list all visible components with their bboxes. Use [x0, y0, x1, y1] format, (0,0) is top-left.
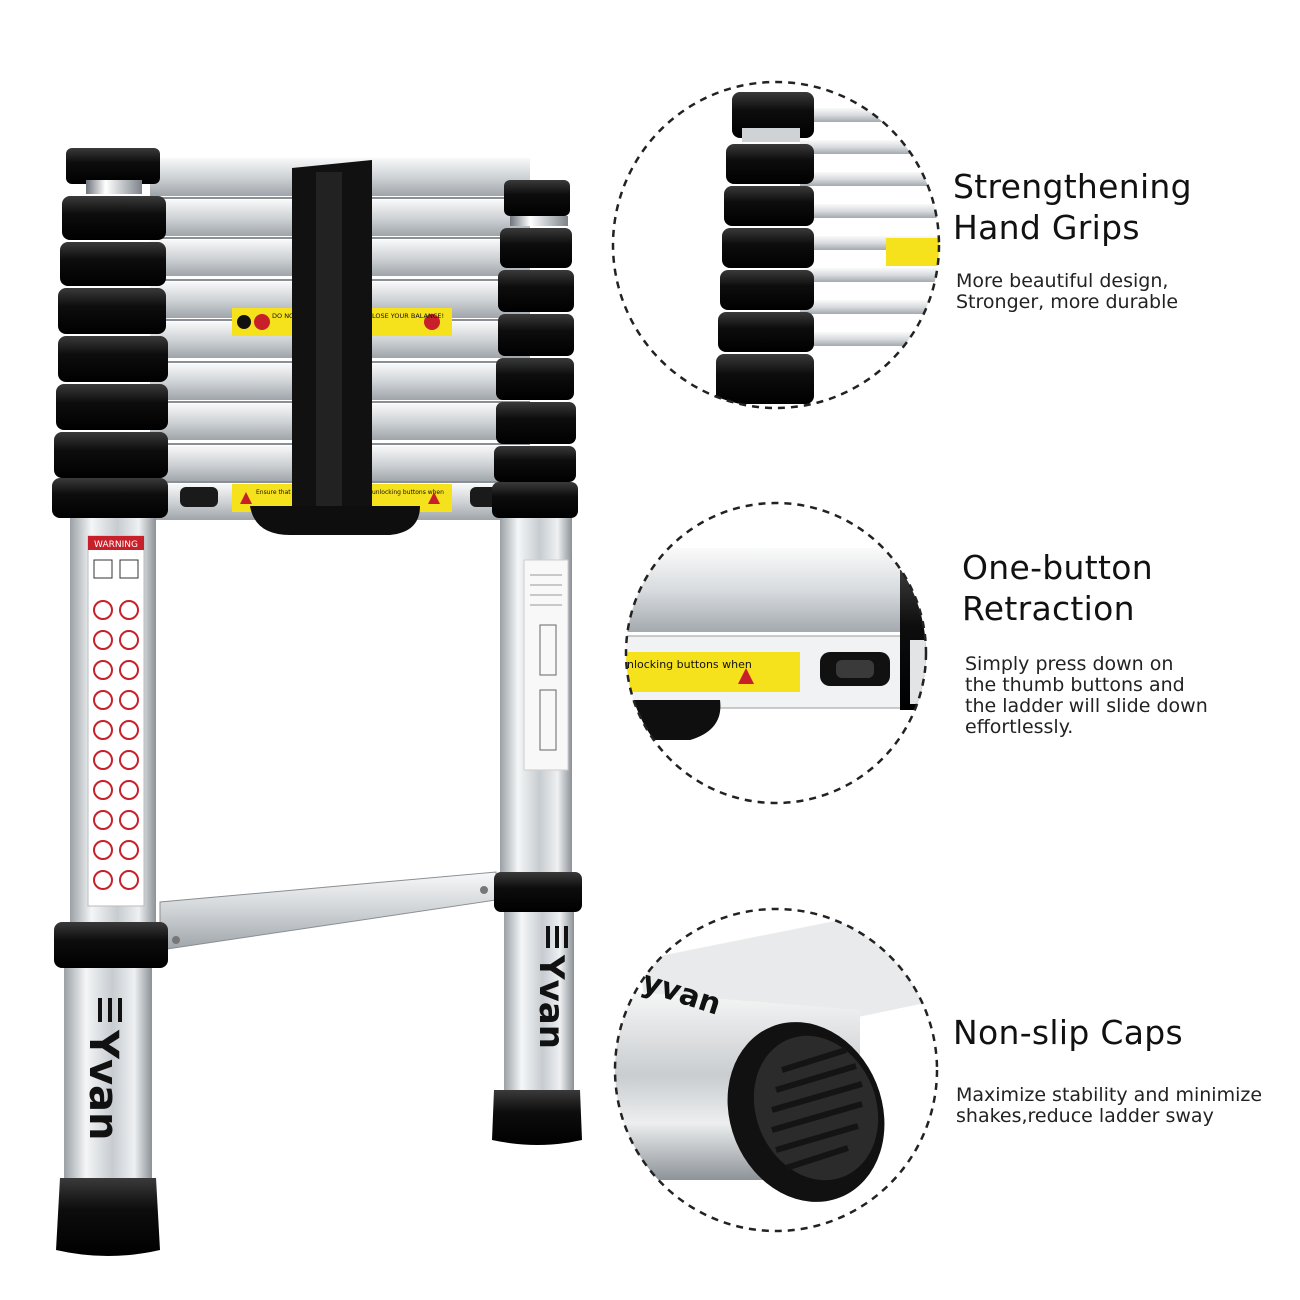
feature-title-retraction: One-button Retraction — [962, 547, 1153, 629]
desc-line: effortlessly. — [965, 716, 1074, 738]
warning-heading: WARNING — [94, 540, 138, 550]
desc-line: Simply press down on — [965, 653, 1174, 675]
warning-label: WARNING — [87, 535, 145, 907]
right-non-slip-cap — [492, 1090, 582, 1145]
step-label-bottom-right: unlocking buttons when — [372, 489, 444, 496]
left-collar — [54, 922, 168, 968]
desc-line: More beautiful design, — [956, 270, 1169, 292]
detail-circle-retraction: unlocking buttons when — [620, 501, 928, 805]
detail-circle-non-slip-caps: yvan — [613, 907, 939, 1233]
feature-title-non-slip-caps: Non-slip Caps — [953, 1012, 1183, 1053]
feature-desc-non-slip-caps: Maximize stability and minimize shakes,r… — [956, 1085, 1262, 1127]
desc-line: the ladder will slide down — [965, 695, 1208, 717]
desc-line: shakes,reduce ladder sway — [956, 1105, 1214, 1127]
title-line: Strengthening — [953, 167, 1192, 206]
desc-line: Stronger, more durable — [956, 291, 1179, 313]
right-collar — [494, 872, 582, 912]
brand-name-left: Yvan — [80, 1029, 126, 1141]
brand-mark-right: Yvan — [531, 926, 571, 1049]
title-line: Hand Grips — [953, 208, 1140, 247]
feature-title-hand-grips: Strengthening Hand Grips — [953, 166, 1192, 248]
left-hand-grips — [52, 148, 168, 518]
feature-desc-hand-grips: More beautiful design, Stronger, more du… — [956, 271, 1178, 313]
brand-mark-left: Yvan — [80, 998, 126, 1141]
brand-name-right: Yvan — [531, 954, 571, 1049]
carry-strap — [250, 160, 420, 535]
desc-line: the thumb buttons and — [965, 674, 1185, 696]
left-thumb-button — [180, 487, 218, 507]
right-lower-tube — [504, 912, 574, 1092]
title-line: Non-slip Caps — [953, 1013, 1183, 1052]
left-non-slip-cap — [56, 1178, 160, 1256]
title-line: Retraction — [962, 589, 1135, 628]
step-label-right: LOSE YOUR BALANCE! — [372, 312, 444, 320]
circle-label-text: unlocking buttons when — [620, 658, 752, 671]
title-line: One-button — [962, 548, 1153, 587]
desc-line: Maximize stability and minimize — [956, 1084, 1263, 1106]
feature-desc-retraction: Simply press down on the thumb buttons a… — [965, 654, 1208, 738]
detail-circle-hand-grips — [611, 80, 941, 410]
right-hand-grips — [492, 180, 578, 518]
